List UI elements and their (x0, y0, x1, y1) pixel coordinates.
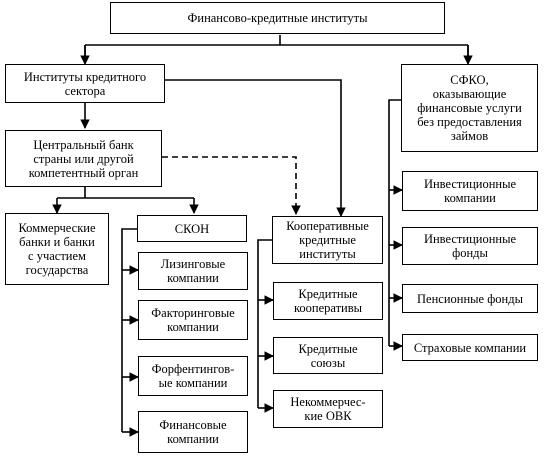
node-commercial-banks: Коммерческие банки и банки с участием го… (5, 213, 109, 285)
node-central-bank: Центральный банк страны или другой компе… (5, 130, 162, 187)
connector-credit-coop (165, 79, 346, 217)
connector-central-split (57, 187, 194, 199)
node-sfko: СФКО, оказывающие финансовые услуги без … (401, 64, 538, 152)
node-credit-sector: Институты кредитного сектора (5, 64, 165, 103)
connector-root (84, 35, 469, 62)
node-credit-unions: Кредитные союзы (273, 337, 383, 374)
node-inv-funds: Инвестиционные фонды (402, 227, 538, 265)
node-nonprofit: Некоммерчес- кие ОВК (273, 390, 383, 428)
node-financial: Финансовые компании (138, 411, 248, 453)
node-insurance: Страховые компании (402, 334, 538, 361)
node-skon: СКОН (137, 215, 247, 242)
connector-dashed (162, 156, 301, 215)
node-factoring: Факторинговые компании (138, 300, 248, 340)
node-root: Финансово-кредитные институты (110, 2, 445, 34)
node-pension: Пенсионные фонды (402, 284, 538, 313)
node-forfaiting: Форфентингов- ые компании (138, 356, 248, 396)
node-credit-coops: Кредитные кооперативы (273, 282, 383, 320)
node-coop-institutes: Кооперативные кредитные институты (272, 216, 383, 264)
connector-skon (121, 228, 137, 432)
node-leasing: Лизинговые компании (138, 252, 248, 290)
node-inv-companies: Инвестиционные компании (402, 171, 538, 211)
connector-coop (257, 239, 272, 408)
connector-sfko (388, 99, 401, 346)
